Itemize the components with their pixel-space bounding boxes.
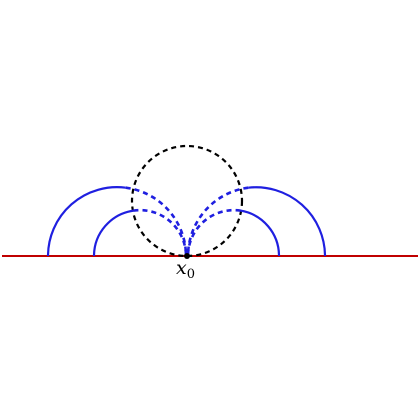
inner-left-arc-solid xyxy=(92,209,134,257)
point-x0-label: x0 xyxy=(176,257,195,282)
point-x0-marker xyxy=(184,253,190,259)
inner-right-arc-solid xyxy=(240,209,281,257)
outer-right-arc-solid xyxy=(248,186,327,257)
point-label-subscript: 0 xyxy=(187,267,195,282)
inner-right-arc-dashed xyxy=(186,208,241,257)
outer-left-arc-solid xyxy=(46,186,126,257)
inner-left-arc-dashed xyxy=(133,208,188,257)
outer-right-arc-dashed xyxy=(186,186,249,257)
outer-left-arc-dashed xyxy=(125,186,188,257)
dashed-tangent-circle xyxy=(130,144,244,258)
point-label-base: x xyxy=(176,257,187,279)
